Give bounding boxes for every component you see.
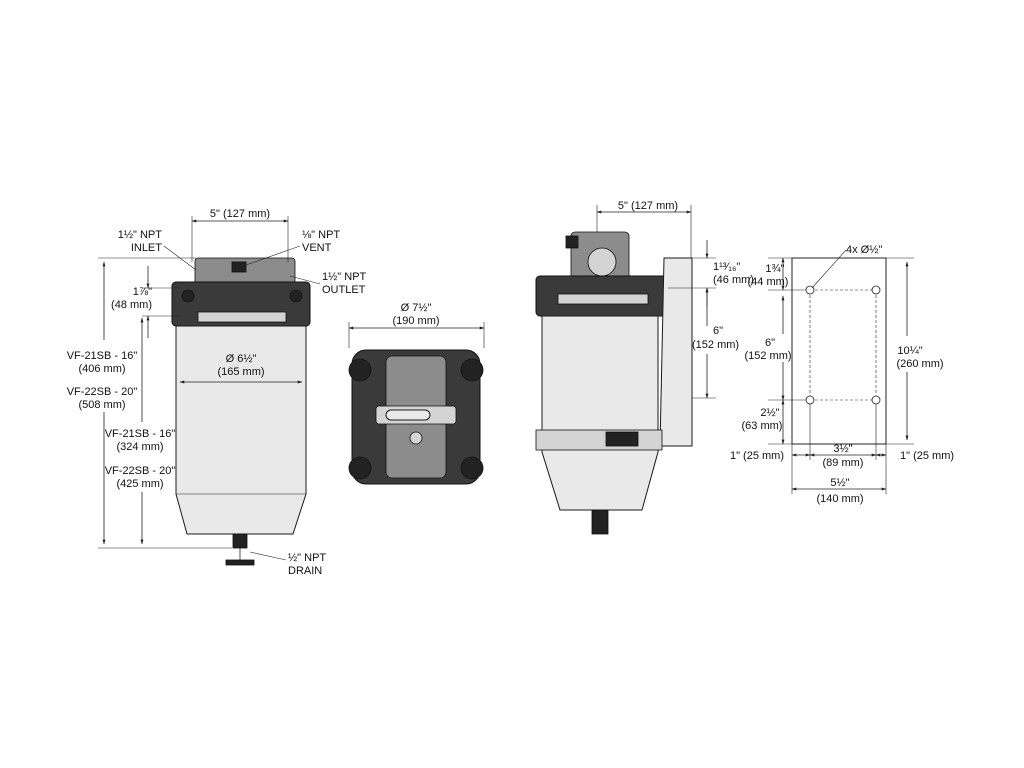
overall-22-mm-label: (508 mm) [78, 399, 125, 411]
front-diameter-in-label: Ø 6½" [226, 353, 257, 365]
front-width-label: 5" (127 mm) [210, 208, 270, 220]
bracket-top-margin-mm-label: (44 mm) [748, 276, 789, 288]
front-view: 5" (127 mm) 1½" NPT INLET ⅛" NPT VENT 1½… [67, 208, 367, 577]
side-bracket-mm-label: (152 mm) [692, 339, 739, 351]
side-top-offset-mm-label: (46 mm) [713, 274, 754, 286]
outlet-label: OUTLET [322, 284, 366, 296]
top-window-slot [385, 409, 431, 421]
bracket-hole-spacing-v-mm-label: (152 mm) [744, 350, 791, 362]
front-drain-handle [225, 559, 255, 566]
vent-label: VENT [302, 242, 332, 254]
outlet-size-label: 1½" NPT [322, 271, 367, 283]
front-diameter-mm-label: (165 mm) [217, 366, 264, 378]
bracket-bottom-margin-in-label: 2½" [760, 407, 779, 419]
vent-size-label: ⅛" NPT [302, 229, 340, 241]
side-clamp-latch [605, 431, 639, 447]
overall-22-in-label: VF-22SB - 20" [67, 386, 138, 398]
bracket-hole-bl [805, 395, 815, 405]
body-22-in-label: VF-22SB - 20" [105, 465, 176, 477]
side-vent-valve [565, 235, 579, 249]
overall-21-mm-label: (406 mm) [78, 363, 125, 375]
side-drain [591, 509, 609, 535]
top-bolt-br [460, 456, 484, 480]
side-clamp-band [535, 429, 663, 451]
lid-height-in-label: 1⅞" [133, 286, 152, 298]
top-diameter-in-label: Ø 7½" [401, 302, 432, 314]
side-bowl [541, 315, 659, 511]
bracket-right-margin-label: 1" (25 mm) [900, 450, 954, 462]
top-view: Ø 7½" (190 mm) [348, 302, 485, 485]
inlet-label: INLET [131, 242, 162, 254]
bracket-hole-spacing-h-in-label: 3½" [833, 443, 852, 455]
bracket-bottom-margin-mm-label: (63 mm) [742, 420, 783, 432]
bracket-hole-spacing-v-in-label: 6" [765, 337, 775, 349]
bracket-hole-br [871, 395, 881, 405]
top-diameter-mm-label: (190 mm) [392, 315, 439, 327]
body-21-in-label: VF-21SB - 16" [105, 428, 176, 440]
bracket-holes-label: 4x Ø½" [846, 244, 882, 256]
drain-size-label: ½" NPT [288, 552, 326, 564]
side-lid-window [557, 293, 649, 305]
side-view: 5" (127 mm) 1¹³⁄₁₆" (46 mm) 6" (152 mm) [535, 200, 754, 535]
side-bracket [659, 257, 693, 447]
top-bolt-bl [348, 456, 372, 480]
bracket-top-margin-in-label: 1¾" [765, 263, 784, 275]
front-drain-fitting [232, 533, 248, 549]
bracket-height-mm-label: (260 mm) [896, 358, 943, 370]
side-bracket-in-label: 6" [713, 325, 723, 337]
side-width-label: 5" (127 mm) [618, 200, 678, 212]
bracket-width-in-label: 5½" [830, 477, 849, 489]
bracket-plate [791, 257, 887, 445]
bracket-hole-tr [871, 285, 881, 295]
bracket-view: 4x Ø½" 1¾" (44 mm) 6" (152 mm) 2½" (63 m… [730, 244, 954, 505]
lid-height-mm-label: (48 mm) [111, 299, 152, 311]
body-21-mm-label: (324 mm) [116, 441, 163, 453]
bracket-left-margin-label: 1" (25 mm) [730, 450, 784, 462]
side-port [587, 247, 617, 277]
front-vent-valve [231, 261, 247, 273]
top-bolt-tr [460, 358, 484, 382]
bracket-width-mm-label: (140 mm) [816, 493, 863, 505]
side-top-offset-in-label: 1¹³⁄₁₆" [713, 261, 740, 273]
inlet-size-label: 1½" NPT [118, 229, 163, 241]
front-lid-window [197, 311, 287, 323]
bracket-height-in-label: 10¼" [897, 345, 922, 357]
drain-label: DRAIN [288, 565, 322, 577]
top-bolt-tl [348, 358, 372, 382]
bracket-hole-spacing-h-mm-label: (89 mm) [823, 457, 864, 469]
front-lid-bolt-right [289, 289, 303, 303]
overall-21-in-label: VF-21SB - 16" [67, 350, 138, 362]
front-lid-bolt-left [181, 289, 195, 303]
top-vent-cap [409, 431, 423, 445]
body-22-mm-label: (425 mm) [116, 478, 163, 490]
